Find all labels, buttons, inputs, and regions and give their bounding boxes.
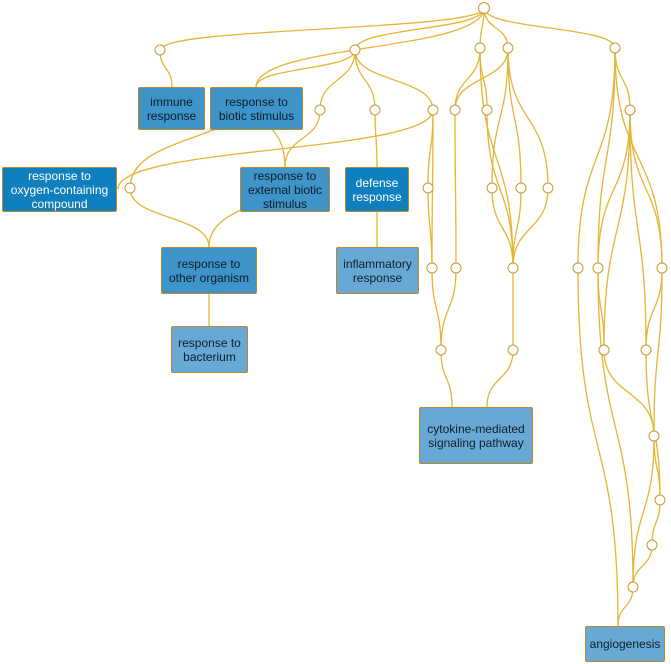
connector-node-R[interactable] xyxy=(478,2,490,14)
connector-node-T[interactable] xyxy=(124,182,136,194)
edge-AF-t_cyt2 xyxy=(486,349,514,408)
edge-B-t_bio xyxy=(255,49,356,88)
connector-node-A[interactable] xyxy=(154,44,166,56)
edge-A-t_imm xyxy=(159,49,173,88)
edge-K-S xyxy=(614,47,631,111)
term-immune-response[interactable]: immune response xyxy=(138,87,205,130)
term-response-to-bacterium[interactable]: response to bacterium xyxy=(171,326,248,373)
edge-U-Y xyxy=(427,187,433,269)
term-label: immune response xyxy=(146,94,197,123)
connector-node-Z[interactable] xyxy=(450,262,462,274)
connector-node-AB[interactable] xyxy=(572,262,584,274)
edge-S-AH xyxy=(629,109,647,351)
edge-B-N xyxy=(354,49,434,111)
edge-AE-t_cyt xyxy=(440,349,453,408)
term-inflammatory-response[interactable]: inflammatory response xyxy=(336,247,419,294)
connector-node-AK[interactable] xyxy=(646,539,658,551)
edge-K-AD xyxy=(614,47,663,269)
term-label: cytokine-mediated signaling pathway xyxy=(427,421,525,450)
connector-node-B[interactable] xyxy=(349,44,361,56)
term-label: angiogenesis xyxy=(589,637,661,651)
edge-T-t_oth xyxy=(129,187,210,248)
term-label: response to biotic stimulus xyxy=(218,94,295,123)
connector-node-J[interactable] xyxy=(502,42,514,54)
edge-O-Z xyxy=(454,109,457,269)
edge-Y-AE xyxy=(431,267,442,351)
edge-I-AA xyxy=(479,47,514,269)
edge-X-AA xyxy=(512,187,549,269)
edge-R-A xyxy=(159,7,485,51)
connector-node-AJ[interactable] xyxy=(654,494,666,506)
connector-node-O[interactable] xyxy=(449,104,461,116)
term-label: inflammatory response xyxy=(343,256,412,285)
term-response-to-biotic-stimulus[interactable]: response to biotic stimulus xyxy=(210,87,303,130)
connector-node-U[interactable] xyxy=(422,182,434,194)
edge-AH-AJ xyxy=(645,349,661,501)
edge-AD-AI xyxy=(653,267,663,437)
connector-node-AA[interactable] xyxy=(507,262,519,274)
edge-K-AC xyxy=(597,47,616,269)
edge-S-AC xyxy=(597,109,631,269)
edge-R-B xyxy=(354,7,485,51)
connector-node-AE[interactable] xyxy=(435,344,447,356)
edge-R-K xyxy=(483,7,616,49)
connector-node-W[interactable] xyxy=(515,182,527,194)
connector-node-Y[interactable] xyxy=(426,262,438,274)
edge-M-t_def xyxy=(374,109,378,168)
edge-R-t_bio xyxy=(255,7,485,88)
graph-edges xyxy=(117,7,663,627)
connector-node-X[interactable] xyxy=(542,182,554,194)
edge-AC-AL xyxy=(597,267,634,588)
edge-J-W xyxy=(507,47,522,189)
term-angiogenesis[interactable]: angiogenesis xyxy=(585,626,665,662)
edge-AJ-AK xyxy=(651,499,661,546)
term-label: response to bacterium xyxy=(178,335,241,364)
term-defense-response[interactable]: defense response xyxy=(345,167,409,212)
connector-node-I[interactable] xyxy=(474,42,486,54)
edge-J-X xyxy=(507,47,549,189)
connector-node-S[interactable] xyxy=(624,104,636,116)
edge-AK-AL xyxy=(632,544,653,588)
connector-node-AL[interactable] xyxy=(627,581,639,593)
connector-node-AD[interactable] xyxy=(656,262,668,274)
edge-AB-t_ang xyxy=(577,267,619,627)
edge-B-M xyxy=(354,49,376,111)
term-cytokine-mediated-signaling-pathway[interactable]: cytokine-mediated signaling pathway xyxy=(419,407,533,464)
connector-node-AG[interactable] xyxy=(598,344,610,356)
connector-node-AH[interactable] xyxy=(640,344,652,356)
term-label: response to oxygen-containing compound xyxy=(10,168,109,211)
term-response-to-external-biotic-stimulus[interactable]: response to external biotic stimulus xyxy=(240,167,330,212)
term-label: response to external biotic stimulus xyxy=(247,168,323,211)
edge-L-t_ext xyxy=(284,109,321,168)
edge-Z-AE xyxy=(440,267,457,351)
edge-B-L xyxy=(319,49,356,111)
connector-node-Q[interactable] xyxy=(481,104,493,116)
edge-AI-AL xyxy=(632,435,655,588)
edge-AL-t_ang xyxy=(617,586,634,627)
edge-I-O xyxy=(454,47,481,111)
connector-node-AC[interactable] xyxy=(592,262,604,274)
edge-S-AD xyxy=(629,109,663,269)
term-label: response to other organism xyxy=(168,256,250,285)
connector-node-M[interactable] xyxy=(369,104,381,116)
connector-node-AF[interactable] xyxy=(507,344,519,356)
term-response-to-other-organism[interactable]: response to other organism xyxy=(161,247,257,294)
graph-connector-nodes xyxy=(124,2,668,593)
edge-K-AB xyxy=(577,47,616,269)
term-response-to-oxygen-containing-compound[interactable]: response to oxygen-containing compound xyxy=(2,167,117,212)
term-label: defense response xyxy=(352,175,402,204)
connector-node-N[interactable] xyxy=(427,104,439,116)
connector-node-AI[interactable] xyxy=(648,430,660,442)
connector-node-V[interactable] xyxy=(486,182,498,194)
connector-node-K[interactable] xyxy=(609,42,621,54)
connector-node-L[interactable] xyxy=(314,104,326,116)
edge-N-t_oxy xyxy=(117,109,434,190)
edge-S-AG xyxy=(603,109,631,351)
